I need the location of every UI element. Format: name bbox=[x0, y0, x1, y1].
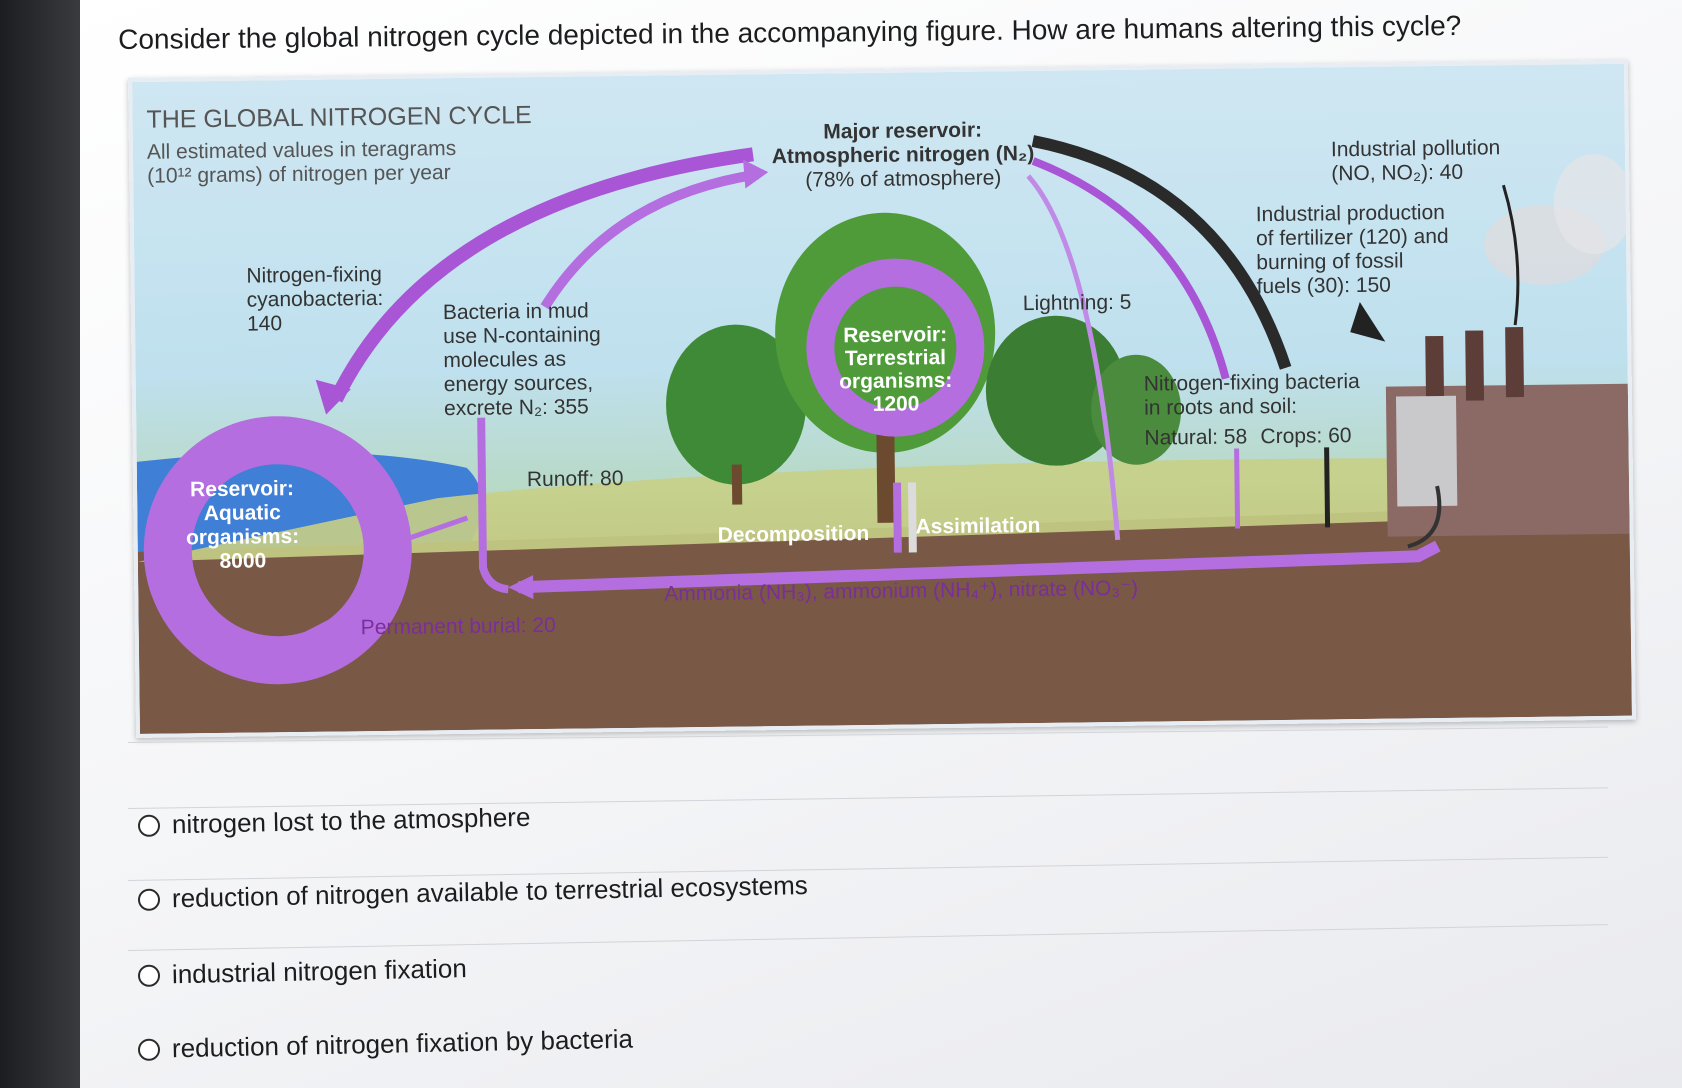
device-bezel bbox=[0, 0, 80, 1088]
cyanobacteria-value: 140 bbox=[246, 312, 283, 336]
figure-subtitle-2: (10¹² grams) of nitrogen per year bbox=[147, 161, 451, 188]
lightning-label: Lightning: 5 bbox=[1022, 290, 1132, 316]
cyanobacteria-label-1: Nitrogen-fixing bbox=[246, 262, 382, 288]
figure-title: THE GLOBAL NITROGEN CYCLE bbox=[146, 101, 532, 134]
radio-button[interactable] bbox=[137, 1038, 161, 1061]
mud-bacteria-label-1: Bacteria in mud bbox=[442, 299, 589, 325]
industrial-production-label-2: of fertilizer (120) and bbox=[1255, 224, 1449, 251]
mud-bacteria-label-2: use N-containing bbox=[443, 323, 601, 349]
industrial-production-label-4: fuels (30): 150 bbox=[1256, 273, 1392, 299]
terrestrial-cycle-ring bbox=[806, 258, 985, 437]
decomposition-arrow bbox=[893, 482, 902, 553]
terrestrial-reservoir-value: 1200 bbox=[872, 392, 920, 416]
runoff-label: Runoff: 80 bbox=[526, 466, 624, 492]
radio-button[interactable] bbox=[137, 888, 161, 911]
mud-bacteria-arrow bbox=[540, 169, 759, 310]
mud-bacteria-label-5: excrete N₂: 355 bbox=[443, 395, 589, 421]
aquatic-reservoir-value: 8000 bbox=[219, 549, 267, 573]
pollution-arrow bbox=[1501, 184, 1520, 326]
radio-button[interactable] bbox=[137, 964, 161, 987]
answer-option-label: industrial nitrogen fixation bbox=[171, 953, 468, 990]
nitrogen-cycle-figure: THE GLOBAL NITROGEN CYCLE All estimated … bbox=[128, 59, 1636, 738]
industrial-production-label-1: Industrial production bbox=[1255, 200, 1446, 227]
aquatic-reservoir-label-3: organisms: bbox=[185, 524, 300, 550]
industrial-pollution-label-1: Industrial pollution bbox=[1330, 136, 1501, 162]
burial-label: Permanent burial: 20 bbox=[360, 613, 556, 640]
figure-illustration bbox=[136, 135, 1632, 734]
cyanobacteria-arrow bbox=[329, 147, 754, 403]
soil-nitrogen-arrow bbox=[518, 540, 1441, 594]
lightning-arrow bbox=[1026, 174, 1121, 541]
natural-fixation-label: Natural: 58 bbox=[1144, 425, 1248, 450]
mud-bacteria-label-4: energy sources, bbox=[443, 371, 594, 397]
root-bacteria-label-2: in roots and soil: bbox=[1143, 394, 1298, 420]
mud-bacteria-label-3: molecules as bbox=[443, 347, 567, 373]
industrial-fixation-arrow bbox=[1031, 135, 1292, 370]
aquatic-reservoir-label-1: Reservoir: bbox=[189, 477, 295, 502]
root-bacteria-label-1: Nitrogen-fixing bacteria bbox=[1143, 369, 1360, 396]
decomposition-label: Decomposition bbox=[717, 521, 870, 547]
major-reservoir-label-3: (78% of atmosphere) bbox=[805, 166, 1002, 192]
aquatic-reservoir-label-2: Aquatic bbox=[203, 501, 281, 526]
assimilation-arrow bbox=[907, 482, 917, 553]
crop-fixation-label: Crops: 60 bbox=[1260, 424, 1352, 449]
industrial-production-label-3: burning of fossil bbox=[1256, 249, 1404, 275]
cyanobacteria-label-2: cyanobacteria: bbox=[246, 286, 384, 312]
industrial-pollution-label-2: (NO, NO₂): 40 bbox=[1331, 160, 1464, 186]
aquatic-cycle-ring bbox=[143, 416, 412, 685]
root-bacteria-arrow bbox=[1031, 157, 1230, 380]
radio-button[interactable] bbox=[137, 814, 161, 837]
assimilation-label: Assimilation bbox=[915, 513, 1041, 539]
